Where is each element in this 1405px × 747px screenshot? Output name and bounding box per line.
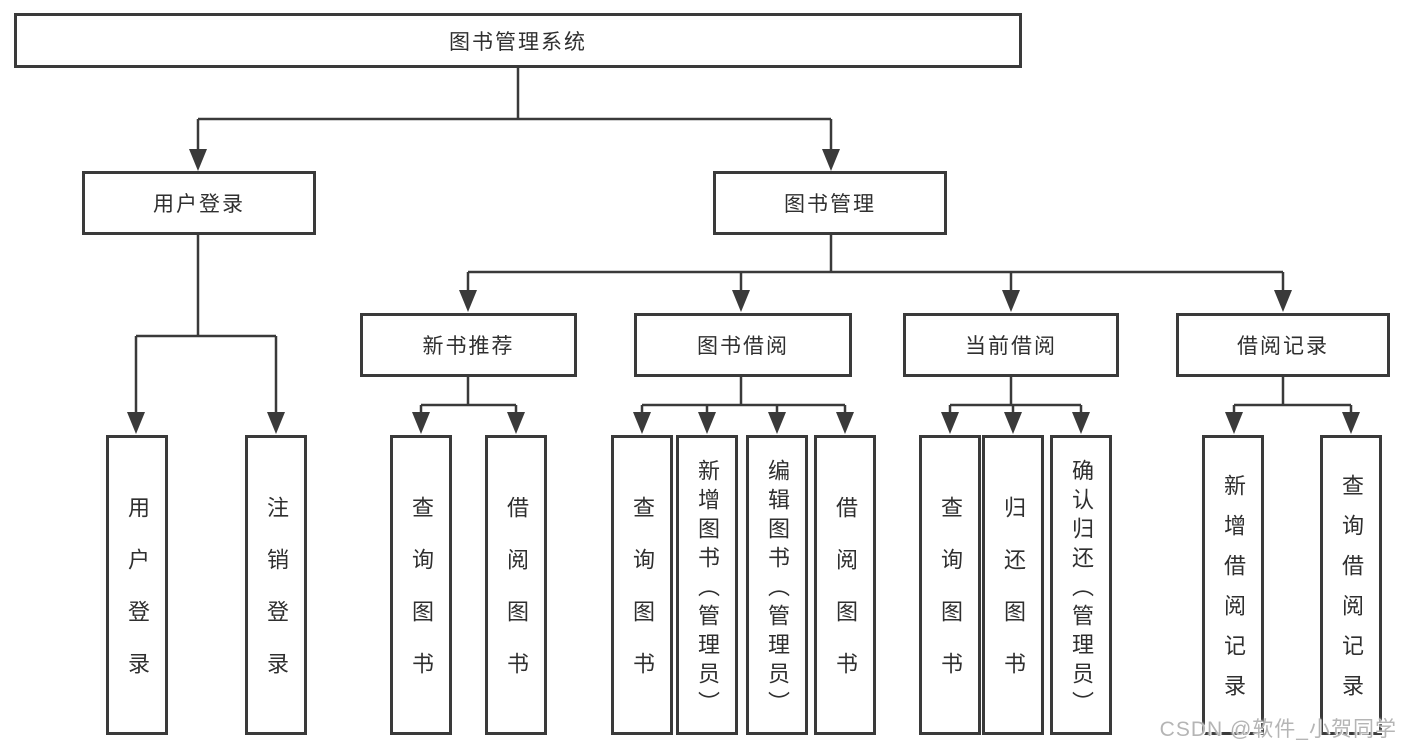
leaf-add-borrow-record: 新增借阅记录 (1202, 435, 1264, 735)
node-book-management: 图书管理 (713, 171, 947, 235)
node-root: 图书管理系统 (14, 13, 1022, 68)
node-user-login-label: 用户登录 (153, 193, 245, 216)
leaf-query-books-borrow: 查询图书 (611, 435, 673, 735)
leaf-add-books-admin: 新增图书（管理员） (676, 435, 738, 735)
leaf-label: 确认归还（管理员） (1069, 458, 1094, 720)
node-current-borrow-label: 当前借阅 (965, 335, 1057, 358)
csdn-watermark: CSDN @软件_小贺同学 (1159, 718, 1397, 741)
leaf-return-books: 归还图书 (982, 435, 1044, 735)
node-root-label: 图书管理系统 (449, 30, 587, 54)
leaf-label: 借阅图书 (504, 496, 529, 704)
leaf-query-books-current: 查询图书 (919, 435, 981, 735)
leaf-label: 注销登录 (264, 496, 289, 704)
leaf-label: 查询借阅记录 (1339, 474, 1364, 714)
node-current-borrow: 当前借阅 (903, 313, 1119, 377)
node-book-borrow-label: 图书借阅 (697, 335, 789, 358)
node-new-book-recommend-label: 新书推荐 (422, 335, 515, 358)
leaf-label: 借阅图书 (833, 496, 858, 704)
leaf-logout: 注销登录 (245, 435, 307, 735)
leaf-label: 新增图书（管理员） (695, 458, 720, 720)
leaf-borrow-books-recommend: 借阅图书 (485, 435, 547, 735)
leaf-label: 查询图书 (409, 496, 434, 704)
node-borrow-records-label: 借阅记录 (1237, 335, 1329, 358)
node-book-borrow: 图书借阅 (634, 313, 852, 377)
leaf-label: 归还图书 (1001, 496, 1026, 704)
leaf-label: 查询图书 (630, 496, 655, 704)
leaf-label: 用户登录 (125, 496, 150, 704)
leaf-query-books-recommend: 查询图书 (390, 435, 452, 735)
node-book-management-label: 图书管理 (784, 193, 876, 216)
leaf-borrow-books: 借阅图书 (814, 435, 876, 735)
leaf-label: 编辑图书（管理员） (765, 458, 790, 720)
leaf-confirm-return-admin: 确认归还（管理员） (1050, 435, 1112, 735)
leaf-edit-books-admin: 编辑图书（管理员） (746, 435, 808, 735)
leaf-label: 新增借阅记录 (1221, 474, 1246, 714)
leaf-label: 查询图书 (938, 496, 963, 704)
node-user-login: 用户登录 (82, 171, 316, 235)
leaf-user-login: 用户登录 (106, 435, 168, 735)
node-borrow-records: 借阅记录 (1176, 313, 1390, 377)
node-new-book-recommend: 新书推荐 (360, 313, 577, 377)
leaf-query-borrow-record: 查询借阅记录 (1320, 435, 1382, 735)
